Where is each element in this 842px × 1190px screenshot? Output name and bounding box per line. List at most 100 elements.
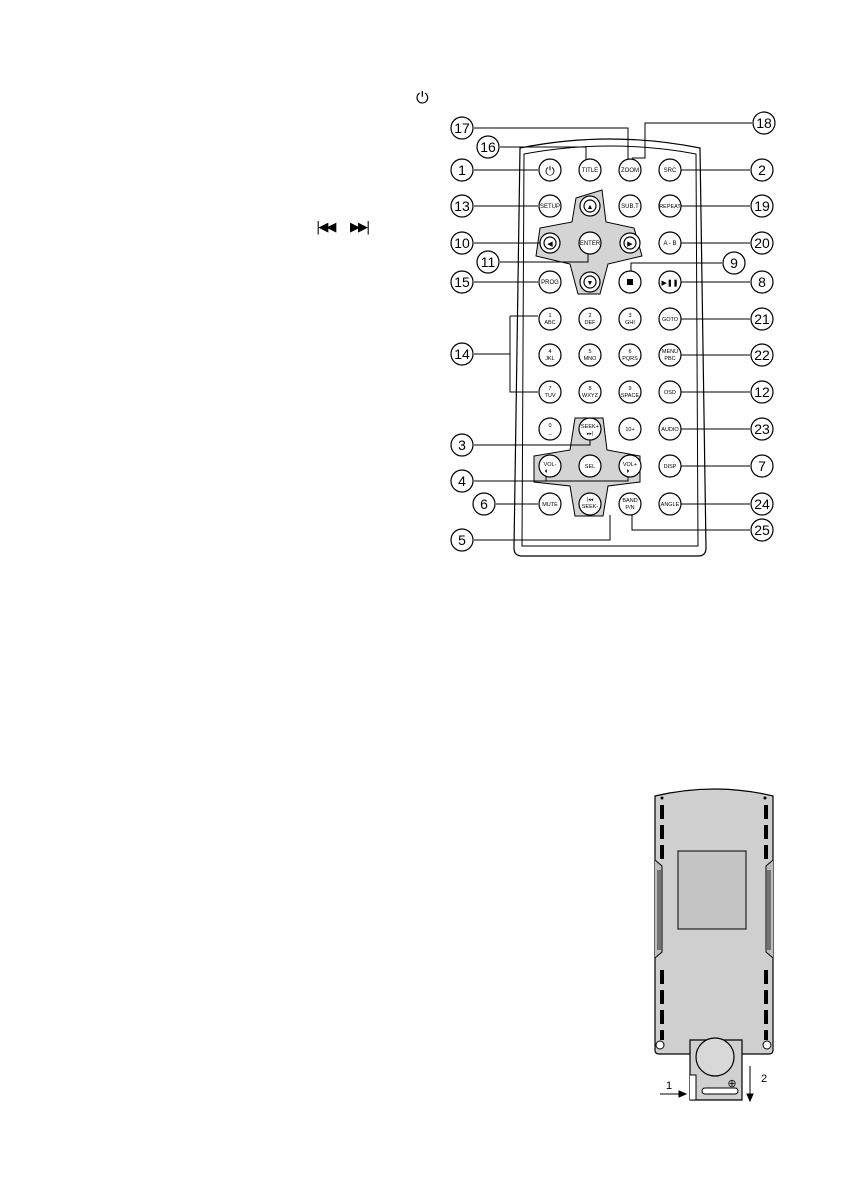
stop-button[interactable] bbox=[618, 270, 642, 294]
svg-text:7: 7 bbox=[548, 386, 551, 392]
svg-text:8: 8 bbox=[758, 274, 766, 290]
goto-button[interactable]: GOTO bbox=[658, 307, 682, 331]
up-arrow-icon: ▲ bbox=[587, 204, 594, 211]
plus-sign: ⊕ bbox=[727, 1078, 736, 1090]
subtitle-button[interactable]: SUB.T bbox=[618, 194, 642, 218]
callout-23: 23 bbox=[750, 417, 774, 441]
sel-button[interactable]: SEL bbox=[578, 454, 602, 478]
callout-22: 22 bbox=[750, 343, 774, 367]
leader-25 bbox=[631, 515, 750, 531]
down-arrow-icon: ▼ bbox=[587, 280, 594, 287]
svg-text:P/N: P/N bbox=[625, 505, 634, 511]
callout-25: 25 bbox=[750, 518, 774, 542]
callout-4: 4 bbox=[450, 469, 474, 493]
vol-minus-button[interactable]: VOL-⏴ bbox=[538, 454, 562, 478]
angle-button[interactable]: ANGLE bbox=[658, 492, 682, 516]
vol-plus-button[interactable]: VOL+⏵ bbox=[618, 454, 642, 478]
svg-text:1: 1 bbox=[458, 162, 466, 178]
svg-text:SEEK-: SEEK- bbox=[582, 504, 599, 510]
svg-text:11: 11 bbox=[481, 254, 496, 270]
svg-text:1: 1 bbox=[548, 313, 551, 319]
callout-1: 1 bbox=[450, 158, 474, 182]
svg-text:6: 6 bbox=[628, 349, 631, 355]
disp-button[interactable]: DISP bbox=[658, 454, 682, 478]
svg-text:AUDIO: AUDIO bbox=[661, 427, 679, 433]
repeat-button-label: REPEAT bbox=[659, 204, 681, 210]
up-button[interactable]: ▲ bbox=[579, 195, 601, 217]
power-button[interactable]: ⏻ bbox=[538, 158, 562, 182]
ten-plus-button[interactable]: 10+ bbox=[618, 417, 642, 441]
seek-plus-button[interactable]: SEEK+▸▸| bbox=[578, 417, 602, 441]
callout-2: 2 bbox=[750, 158, 774, 182]
svg-text:MNO: MNO bbox=[584, 356, 598, 362]
svg-text:18: 18 bbox=[756, 115, 772, 131]
svg-text:GHI: GHI bbox=[625, 320, 635, 326]
svg-text:22: 22 bbox=[754, 347, 770, 363]
step-2-label: 2 bbox=[761, 1073, 767, 1085]
zoom-button[interactable]: ZOOM bbox=[618, 158, 642, 182]
svg-text:DEF: DEF bbox=[585, 320, 597, 326]
battery-replacement-diagram: ⊕ 1 2 bbox=[654, 788, 774, 1103]
svg-text:25: 25 bbox=[754, 522, 770, 538]
callout-6: 6 bbox=[472, 492, 496, 516]
leader-11 bbox=[500, 252, 589, 263]
repeat-button[interactable]: REPEAT bbox=[658, 194, 682, 218]
callout-21: 21 bbox=[750, 307, 774, 331]
svg-text:4: 4 bbox=[548, 349, 551, 355]
svg-text:▸▸|: ▸▸| bbox=[587, 431, 593, 437]
audio-button[interactable]: AUDIO bbox=[658, 417, 682, 441]
svg-text:12: 12 bbox=[754, 384, 770, 400]
title-button[interactable]: TITLE bbox=[578, 158, 602, 182]
prog-button-label: PROG bbox=[541, 280, 559, 286]
play-pause-button[interactable]: ▶❚❚ bbox=[658, 270, 682, 294]
seek-minus-button[interactable]: |◂◂SEEK- bbox=[578, 492, 602, 516]
vol-up-icon: ⏵ bbox=[627, 469, 630, 475]
svg-text:9: 9 bbox=[730, 255, 738, 271]
svg-text:14: 14 bbox=[454, 346, 470, 362]
svg-text:21: 21 bbox=[754, 311, 770, 327]
callout-16: 16 bbox=[476, 135, 500, 159]
num0-button[interactable]: 0_ bbox=[538, 417, 562, 441]
callout-20: 20 bbox=[750, 231, 774, 255]
svg-text:2: 2 bbox=[758, 162, 766, 178]
ab-button[interactable]: A - B bbox=[658, 231, 682, 255]
prog-button[interactable]: PROG bbox=[538, 270, 562, 294]
setup-button[interactable]: SETUP bbox=[538, 194, 562, 218]
ab-button-label: A - B bbox=[663, 241, 676, 247]
mute-button[interactable]: MUTE bbox=[538, 492, 562, 516]
previous-track-icon: |◀◀ bbox=[316, 220, 336, 235]
play-pause-icon: ▶❚❚ bbox=[661, 279, 678, 287]
svg-text:0: 0 bbox=[548, 423, 551, 429]
callout-19: 19 bbox=[750, 194, 774, 218]
side-grip-slots bbox=[660, 805, 768, 1040]
callout-14: 14 bbox=[450, 342, 474, 366]
svg-text:_: _ bbox=[547, 430, 552, 436]
left-arrow-icon: ◀ bbox=[547, 241, 553, 248]
src-button-label: SRC bbox=[664, 168, 677, 174]
svg-text:SEL: SEL bbox=[585, 464, 595, 470]
callout-7: 7 bbox=[750, 454, 774, 478]
callout-17: 17 bbox=[450, 116, 474, 140]
enter-button[interactable]: ENTER bbox=[578, 231, 602, 255]
svg-text:5: 5 bbox=[458, 532, 466, 548]
left-button[interactable]: ◀ bbox=[539, 232, 561, 254]
callout-11: 11 bbox=[476, 250, 500, 274]
leader-17 bbox=[474, 127, 629, 160]
right-button[interactable]: ▶ bbox=[619, 232, 641, 254]
svg-text:SPACE: SPACE bbox=[621, 393, 640, 399]
osd-button[interactable]: OSD bbox=[658, 380, 682, 404]
down-button[interactable]: ▼ bbox=[579, 271, 601, 293]
svg-text:VOL+: VOL+ bbox=[623, 462, 637, 468]
src-button[interactable]: SRC bbox=[658, 158, 682, 182]
